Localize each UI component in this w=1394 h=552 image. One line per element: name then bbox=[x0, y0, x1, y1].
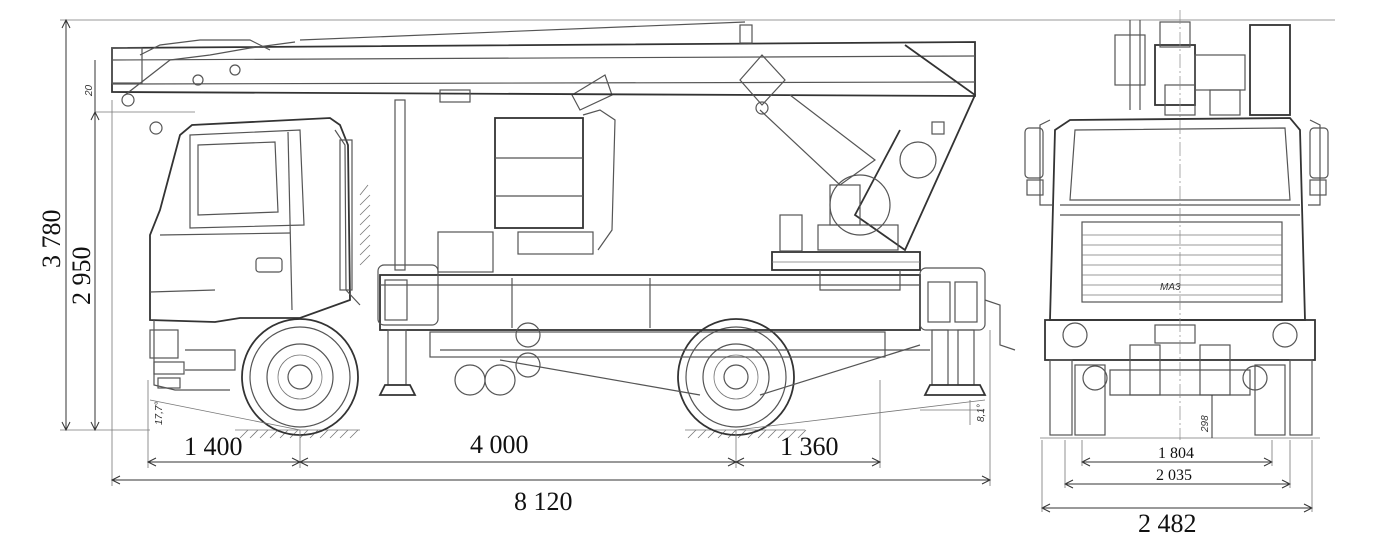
boom-support-post bbox=[394, 99, 406, 271]
front-cab: MA3 bbox=[1024, 117, 1329, 361]
front-crane-top bbox=[1114, 20, 1291, 116]
work-basket bbox=[494, 74, 616, 255]
rear-wheel bbox=[677, 318, 795, 436]
boom-turret bbox=[739, 44, 977, 291]
front-wheel bbox=[241, 318, 359, 436]
dim-wheelbase: 4 000 bbox=[470, 430, 529, 459]
ground-hatch bbox=[235, 409, 985, 439]
dim-rear-overhang: 1 360 bbox=[780, 432, 839, 461]
outrigger-rear bbox=[919, 267, 1016, 396]
dim-departure-angle: 8,1° bbox=[976, 404, 987, 422]
dim-small-top: 20 bbox=[84, 84, 95, 97]
dim-clearance: 298 bbox=[1200, 415, 1211, 433]
dim-track-outer: 2 035 bbox=[1156, 467, 1192, 484]
dim-width-total: 2 482 bbox=[1138, 509, 1197, 538]
dim-height-total: 3 780 bbox=[37, 210, 66, 269]
dim-track-inner: 1 804 bbox=[1158, 445, 1194, 462]
telescopic-boom bbox=[111, 21, 976, 135]
dim-height-cab: 2 950 bbox=[67, 247, 96, 306]
front-axle bbox=[1040, 344, 1320, 439]
cab-rear-hatch bbox=[359, 184, 371, 266]
air-tanks bbox=[454, 322, 541, 396]
chassis-frame bbox=[379, 274, 930, 396]
truck-cab bbox=[149, 117, 361, 391]
dim-front-overhang: 1 400 bbox=[184, 432, 243, 461]
equipment-box bbox=[437, 231, 494, 273]
dim-approach-angle: 17,7° bbox=[154, 402, 165, 425]
front-dimensions bbox=[1040, 395, 1314, 513]
dim-length-total: 8 120 bbox=[514, 487, 573, 516]
front-view: MA3 bbox=[1024, 10, 1329, 538]
front-logo: MA3 bbox=[1160, 282, 1181, 293]
side-view: 3 780 2 950 20 17,7° 8,1° 1 400 4 000 1 … bbox=[37, 18, 1335, 516]
side-dimensions bbox=[60, 18, 1335, 486]
outrigger-front bbox=[377, 264, 439, 396]
